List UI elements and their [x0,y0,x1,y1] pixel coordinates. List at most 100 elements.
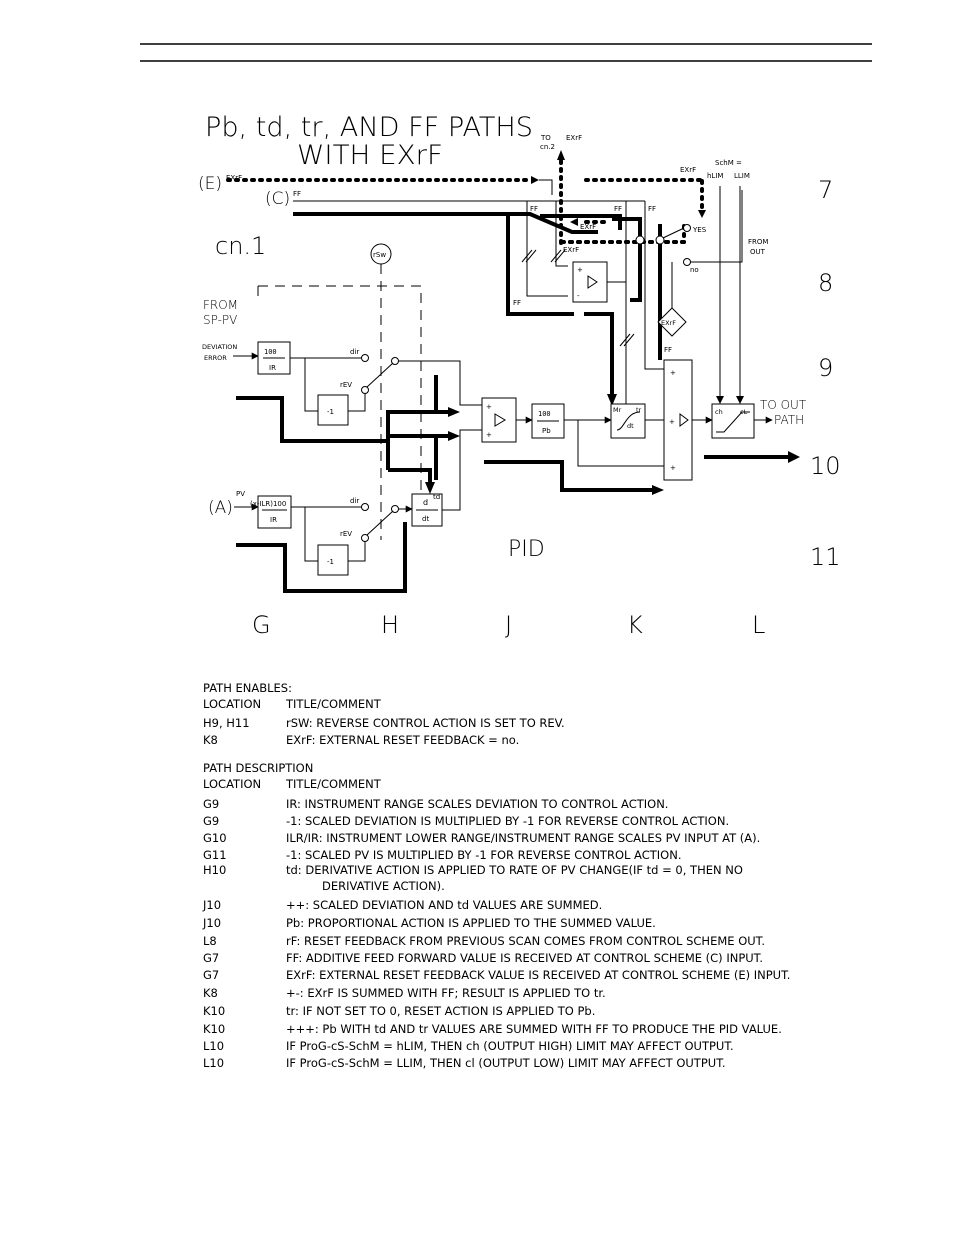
to-out-label-2: PATH [774,413,804,427]
heavy-path-to-deriv-arrow [425,482,435,494]
ilr-formula: (x-ILR)100 [250,500,286,508]
dir2-label: dir [350,497,359,505]
ff-thin-down-3 [644,201,665,370]
deviation-label-2: ERROR [204,354,227,362]
path-description-col-location: LOCATION [203,777,261,791]
from-out-line [690,190,743,263]
input-e-tag: EXrF [226,174,242,182]
summer-k10-plus3: + [670,464,676,472]
neg1-2-out [348,541,366,562]
pb-out-branch [577,420,664,467]
switch-pivot [655,235,665,245]
heavy-path-j10 [484,460,654,492]
row-number-11: 11 [810,543,841,571]
exrf-diamond-label: EXrF [661,319,676,327]
pd-loc-10: K8 [203,986,218,1000]
summer-k10-plus1: + [670,369,676,377]
summer-k8-heavy-arrow [607,394,617,406]
neg1-box-2 [317,544,349,576]
ff-label-4: FF [513,299,521,307]
column-letters: G H J K L [252,611,765,639]
summer-k10-plus2: + [669,418,675,426]
switch-yes-label: YES [692,226,707,234]
exrf-mid-arrow [570,218,578,226]
hlim-arrow [716,396,724,404]
rev-contact-2 [361,534,369,542]
switch-pivot-2 [635,235,645,245]
switch-arm [662,227,685,239]
exrf-mid-label: EXrF [580,223,596,231]
derivative-d: d [423,498,428,507]
to-cn2-label-2: cn.2 [540,143,555,151]
from-sp-pv-1: FROM [203,298,238,312]
path-enables-text-0: rSW: REVERSE CONTROL ACTION IS SET TO RE… [286,716,565,730]
pd-text-7: rF: RESET FEEDBACK FROM PREVIOUS SCAN CO… [286,934,765,948]
break-mark-1 [521,249,537,263]
exrf-arrow-head-1 [531,176,539,184]
row-number-8: 8 [818,269,833,297]
heavy-output-arrow [788,451,800,463]
pd-loc-1: G9 [203,814,219,828]
summer-k8-heavy-out [584,312,614,395]
exrf-lower-label: EXrF [563,246,579,254]
pd-text-2: ILR/IR: INSTRUMENT LOWER RANGE/INSTRUMEN… [286,831,760,845]
row-number-9: 9 [818,354,833,382]
dev-switch-arm [366,362,394,388]
summer-j10-plus2: + [486,431,492,439]
pd-loc-9: G7 [203,968,219,982]
exrf-ff-summer-triangle [587,275,598,289]
pd-text-14: IF ProG-cS-SchM = LLIM, THEN cl (OUTPUT … [286,1056,726,1070]
pid-label: PID [508,537,545,562]
pd-text-1: -1: SCALED DEVIATION IS MULTIPLIED BY -1… [286,814,729,828]
path-description-col-title: TITLE/COMMENT [285,777,382,791]
limiter-curve [716,411,750,433]
row-number-10: 10 [810,452,841,480]
dev-switch-out [398,360,482,406]
path-enables-text-1: EXrF: EXTERNAL RESET FEEDBACK = no. [286,733,519,747]
summer-k8-plus: + [577,266,583,274]
path-enables-col-location: LOCATION [203,697,261,711]
diagram-title-line2: WITH EXrF [297,140,443,171]
input-e-label: (E) [198,174,222,194]
summer-j10-box [481,397,517,443]
col-letter-j: J [505,611,512,639]
path-enables-heading: PATH ENABLES: [203,681,292,695]
rsw-dashed-box [258,285,422,500]
row-numbers: 7 8 9 10 11 [810,176,841,571]
ff-heavy-path [293,212,598,234]
ff-label-5: FF [664,346,672,354]
ff-label-1: FF [530,205,538,213]
ff-heavy-to-k [612,217,642,302]
dir-contact-2 [361,503,369,511]
to-out-label-1: TO OUT [760,398,807,412]
exrf-top-label: EXrF [566,134,582,142]
exrf-right-label: EXrF [680,166,696,174]
ir-box1-ir: IR [269,364,276,372]
break-mark-2 [550,249,566,263]
pd-text-12: +++: Pb WITH td AND tr VALUES ARE SUMMED… [286,1022,782,1036]
ff-label-3: FF [648,205,656,213]
pd-loc-5: J10 [202,898,221,912]
neg1-box-1 [317,394,349,426]
heavy-path-row9 [236,396,450,443]
heavy-path-to-deriv [388,468,432,484]
pd-loc-12: K10 [203,1022,225,1036]
pd-loc-14: L10 [203,1056,224,1070]
pd-loc-0: G9 [203,797,219,811]
reset-dt: dt [627,422,634,430]
derivative-out [442,429,482,511]
schm-label: SchM = [715,159,742,167]
path-enables-loc-1: K8 [203,733,218,747]
ff-thin-down-2 [555,201,568,267]
neg1-box-1-label: -1 [327,408,334,416]
col-letter-h: H [381,611,399,639]
pb-box-pb: Pb [542,427,551,435]
path-enables-loc-0: H9, H11 [203,716,250,730]
row-number-7: 7 [818,176,833,204]
pd-text-6: Pb: PROPORTIONAL ACTION IS APPLIED TO TH… [286,916,656,930]
derivative-td: td [433,493,440,501]
exrf-to-cn2-arrow [557,150,565,160]
path-description-heading: PATH DESCRIPTION [203,761,313,775]
reset-box [610,403,646,439]
